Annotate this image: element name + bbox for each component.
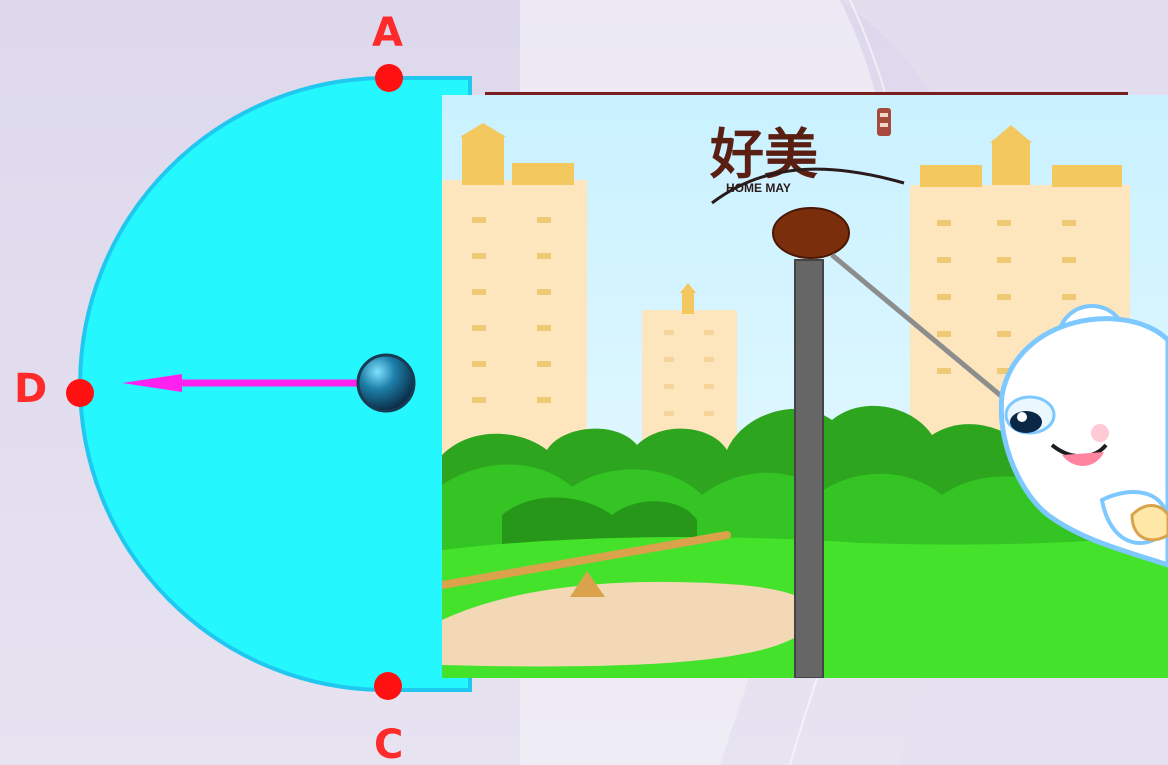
label-a: A xyxy=(372,10,403,56)
playground-illustration: 好美 HOME MAY xyxy=(442,95,1168,678)
pointer-arrowhead xyxy=(122,374,182,392)
label-c: C xyxy=(374,722,404,765)
label-d: D xyxy=(14,366,48,412)
point-d-dot xyxy=(66,379,94,407)
cartoon-character xyxy=(998,304,1168,568)
seesaw xyxy=(442,531,731,597)
logo: 好美 HOME MAY xyxy=(709,108,905,205)
point-c-dot xyxy=(374,672,402,700)
sandbox xyxy=(442,581,814,667)
pole xyxy=(794,259,824,678)
left-building xyxy=(442,123,587,480)
playground-scene: 好美 HOME MAY xyxy=(442,95,1168,678)
center-knob xyxy=(356,353,416,413)
pole-ball xyxy=(772,207,850,259)
point-a-dot xyxy=(375,64,403,92)
scene-top-border xyxy=(485,92,1128,95)
